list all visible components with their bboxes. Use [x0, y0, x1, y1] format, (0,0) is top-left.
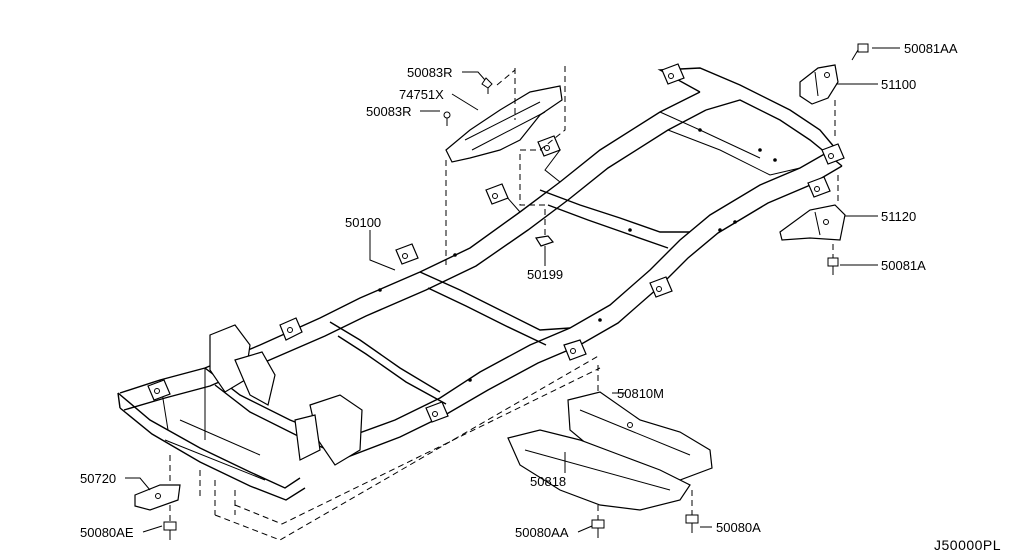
label-50080AA: 50080AA — [515, 525, 569, 540]
label-50199: 50199 — [527, 267, 563, 282]
label-50081AA: 50081AA — [904, 41, 958, 56]
frame-assembly-50100[interactable] — [117, 63, 845, 501]
label-50100: 50100 — [345, 215, 381, 230]
label-51120: 51120 — [881, 209, 916, 224]
under-cover-50818[interactable] — [507, 429, 691, 511]
label-51100: 51100 — [881, 77, 916, 92]
label-50080A: 50080A — [716, 520, 761, 535]
label-50081A: 50081A — [881, 258, 926, 273]
bolt-50081A[interactable] — [827, 257, 839, 275]
under-cover-50810M[interactable] — [567, 391, 713, 481]
label-50810M: 50810M — [617, 386, 664, 401]
bolt-50080AE[interactable] — [163, 521, 177, 540]
clip-50199[interactable] — [535, 235, 555, 247]
label-74751X: 74751X — [399, 87, 444, 102]
label-50818: 50818 — [530, 474, 566, 489]
bracket-51100[interactable] — [799, 64, 839, 105]
assembly-guide-lines — [169, 66, 839, 541]
leader-lines — [125, 47, 900, 533]
label-50720: 50720 — [80, 471, 116, 486]
bracket-51120[interactable] — [779, 204, 846, 241]
bolt-50080A[interactable] — [685, 514, 699, 533]
bolt-50080AA[interactable] — [591, 519, 605, 538]
label-50083R-bottom: 50083R — [366, 104, 412, 119]
label-50080AE: 50080AE — [80, 525, 134, 540]
bracket-50720[interactable] — [134, 484, 181, 511]
heat-insulator-74751X[interactable] — [445, 85, 563, 163]
clip-50083R-top[interactable] — [481, 77, 493, 94]
clip-50083R-bottom[interactable] — [443, 111, 451, 126]
diagram-code: J50000PL — [934, 537, 1001, 553]
bolt-50081AA[interactable] — [851, 43, 869, 61]
label-50083R-top: 50083R — [407, 65, 453, 80]
